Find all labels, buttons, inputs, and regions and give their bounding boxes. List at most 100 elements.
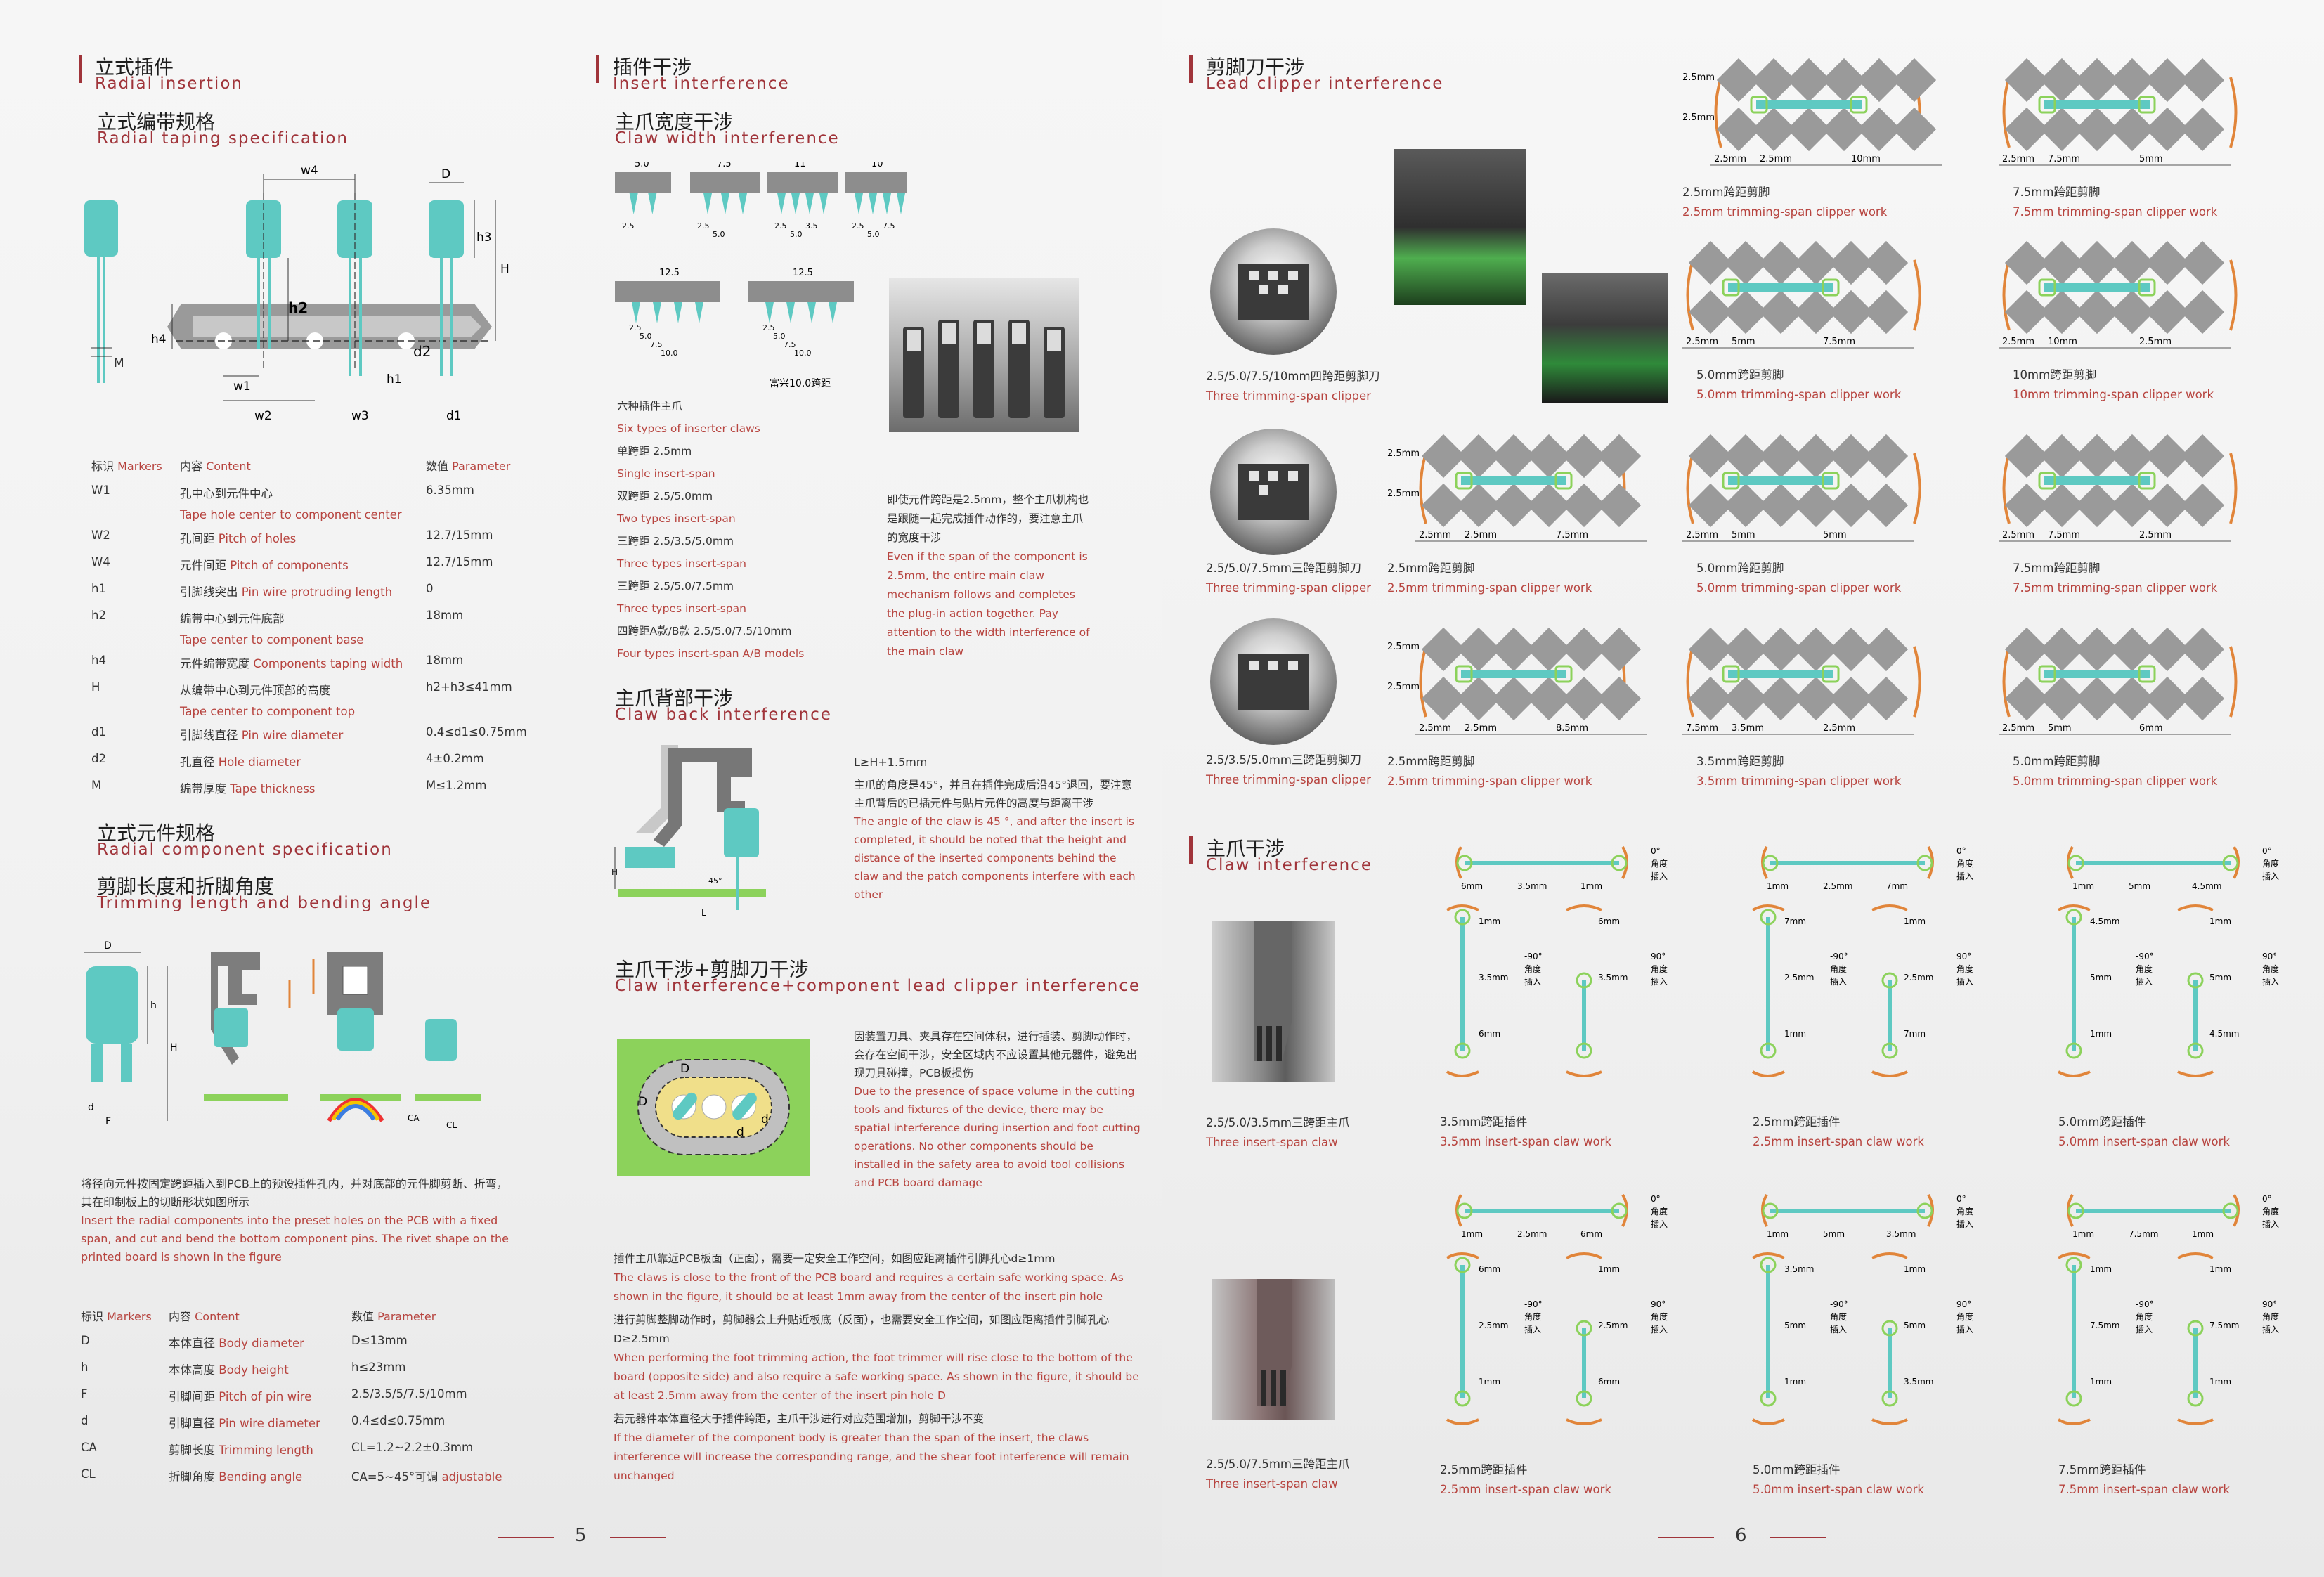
section4-title-en: Claw back interference — [615, 706, 832, 724]
dim-label: 2.5mm — [2002, 154, 2034, 164]
dim-label: 6mm — [1479, 1029, 1500, 1039]
section5-title-cn: 主爪干涉+剪脚刀干涉 — [615, 958, 809, 981]
angle-label: 90° — [1651, 952, 1666, 961]
claw-dim-label: 2.5 — [629, 323, 642, 332]
claw-section-title-cn: 主爪干涉 — [1206, 837, 1285, 860]
clipper-arc — [1419, 453, 1427, 524]
hole-marker — [2038, 472, 2056, 490]
safe-note-cn: 插件主爪靠近PCB板面（正面），需要一定安全工作空间，如图应距离插件引脚孔心d≥… — [614, 1252, 1056, 1265]
dim-label: 2.5mm — [1760, 154, 1792, 164]
row-content-en: Tape center to component top — [180, 705, 356, 718]
svg-text:H: H — [170, 1042, 178, 1053]
dim-label: 8.5mm — [1556, 723, 1588, 734]
dim-label: 7mm — [1886, 881, 1908, 891]
angle-label: 90° — [1651, 1299, 1666, 1309]
dim-label: 1mm — [2090, 1029, 2112, 1039]
row-content-cn: 折脚角度 — [169, 1470, 215, 1484]
row-content: 编带厚度 Tape thickness — [180, 779, 419, 800]
angle-label: 角度 — [1956, 963, 1973, 974]
row-content: 孔间距 Pitch of holes — [180, 528, 419, 550]
dim-label: 2.5mm — [1387, 488, 1420, 499]
row-content: 折脚角度 Bending angle — [169, 1467, 302, 1484]
hole-marker — [2138, 665, 2156, 683]
clipper-photo — [1210, 429, 1337, 555]
row-value-text: 0.4≤d≤0.75mm — [351, 1414, 446, 1427]
claw-dim-label: 2.5 — [852, 221, 864, 231]
clipper-arc — [1686, 453, 1694, 524]
dim-label: 1mm — [1784, 1377, 1806, 1387]
dim-label: 1mm — [1904, 916, 1926, 926]
hole-marker — [2038, 96, 2056, 114]
angle-label: 角度 — [1524, 963, 1541, 974]
row-content-en: Body height — [219, 1363, 289, 1377]
clipper-arc — [2229, 453, 2238, 524]
svg-text:d1: d1 — [446, 409, 462, 423]
angle-label: 角度 — [2136, 963, 2153, 974]
clipper-caption-en: 3.5mm trimming-span clipper work — [1696, 774, 1902, 788]
claw-arc — [1751, 1418, 1785, 1425]
lead-bar — [1461, 670, 1566, 678]
claw-dim-label: 5.0 — [790, 230, 803, 239]
angle-label: 插入 — [1956, 1219, 1973, 1229]
dim-label: 2.5mm — [1682, 72, 1715, 83]
section3-sub-en: Claw width interference — [615, 129, 840, 148]
clipper-blade — [2180, 107, 2225, 152]
hole-marker — [1881, 1390, 1898, 1407]
svg-text:L: L — [701, 908, 706, 918]
row-marker: CA — [81, 1441, 97, 1454]
row-content-en: Components taping width — [253, 657, 403, 670]
dim-label: 1mm — [2090, 1377, 2112, 1387]
svg-text:w1: w1 — [233, 379, 251, 394]
row-content-cn: 本体直径 — [169, 1337, 215, 1350]
section-bar — [1189, 836, 1193, 864]
svg-text:h4: h4 — [151, 332, 167, 346]
interference-zone-note-en: Due to the presence of space volume in t… — [854, 1085, 1141, 1189]
clipper-caption-en: 7.5mm trimming-span clipper work — [2013, 581, 2218, 595]
row-content: 剪脚长度 Trimming length — [169, 1441, 313, 1458]
row-content: 引脚线直径 Pin wire diameter — [180, 725, 419, 746]
row-content-cn: 孔直径 — [180, 755, 215, 769]
claw-tooth — [703, 193, 712, 214]
lead-bar — [1756, 100, 1862, 109]
svg-text:H: H — [500, 262, 509, 276]
clipper-blade — [1597, 434, 1642, 479]
row-content-en: Tape thickness — [230, 782, 316, 796]
subsection-title-en: Radial taping specification — [97, 129, 349, 148]
row-value: 0 — [426, 582, 434, 595]
angle-label: 角度 — [1956, 858, 1973, 869]
row-value: CA=5~45°可调 adjustable — [351, 1467, 502, 1484]
hole-marker — [1822, 472, 1840, 490]
svg-text:d2: d2 — [413, 343, 431, 360]
hole-marker — [2138, 278, 2156, 297]
dim-label: 1mm — [1598, 1264, 1620, 1274]
clipper-arc — [2229, 77, 2238, 148]
dim-label: 1mm — [1479, 916, 1500, 926]
dim-label: 2.5mm — [1784, 973, 1814, 982]
dim-label: 7.5mm — [1686, 723, 1718, 734]
section-bar — [79, 55, 82, 83]
dim-label: 1mm — [1784, 1029, 1806, 1039]
dim-label: 1mm — [1461, 1229, 1483, 1239]
hole-marker — [1822, 278, 1840, 297]
claw-back-note-cn: 主爪的角度是45°，并且在插件完成后沿45°退回，要注意主爪背后的已插元件与贴片… — [854, 779, 1132, 810]
claw-top-label: 11 — [794, 162, 806, 169]
hole-marker — [1454, 1390, 1471, 1407]
row-value: 2.5/3.5/5/7.5/10mm — [351, 1387, 467, 1401]
row-content-cn: 从编带中心到元件顶部的高度 — [180, 684, 331, 697]
dim-label: 3.5mm — [1784, 1264, 1814, 1274]
header-content-en: Content — [206, 460, 251, 473]
dim-label: 2.5mm — [1387, 682, 1420, 692]
lead-bar — [1461, 476, 1566, 485]
lead-bar — [2044, 670, 2150, 678]
claw-caption-cn: 5.0mm跨距插件 — [1753, 1463, 1841, 1477]
claw-tooth — [819, 193, 828, 214]
clipper-arc — [1714, 77, 1722, 148]
claw-tooth — [829, 302, 837, 323]
lead-bar — [1728, 476, 1833, 485]
